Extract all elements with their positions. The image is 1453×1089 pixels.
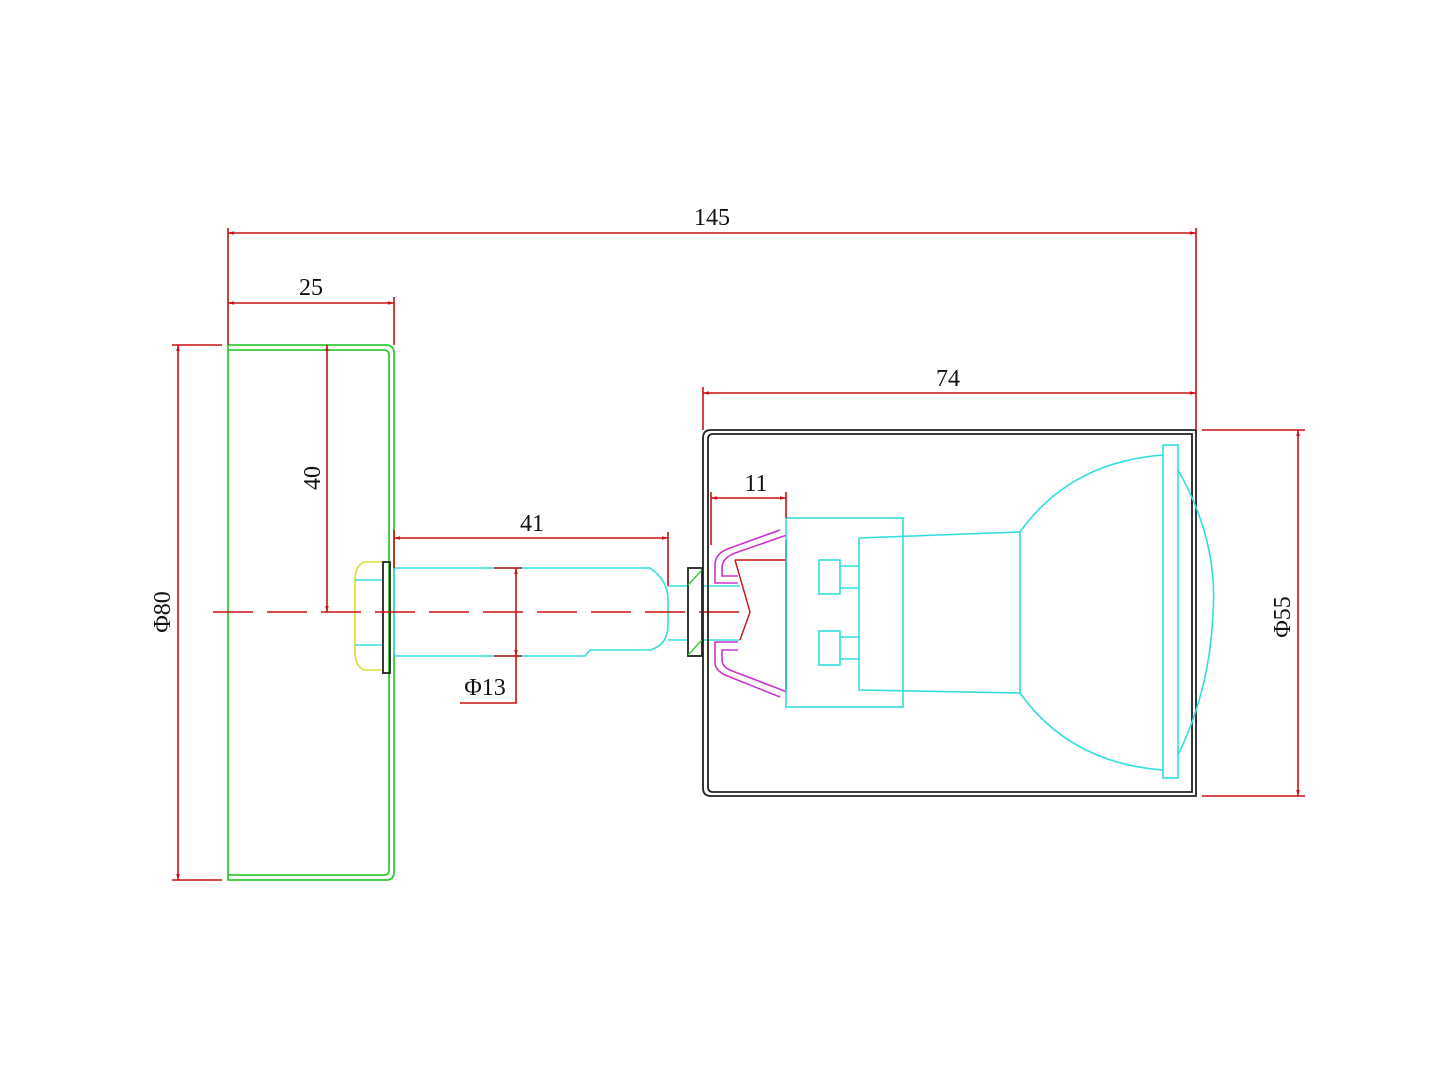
dim-label-11: 11 [744,471,767,497]
dimension-head-diameter: Φ55 [1202,429,1305,797]
base-nut [354,561,391,674]
stem-bolt [393,567,740,657]
dimension-overall-length: 145 [227,205,1197,430]
dimension-base-depth: 25 [228,275,395,345]
dimension-head-length: 74 [702,366,1196,430]
dim-label-phi13: Φ13 [464,675,506,701]
dimension-stem-diameter: Φ13 [460,567,522,704]
dimension-base-half-height: 40 [300,345,329,612]
spring-clip [714,529,788,698]
dim-label-41: 41 [520,511,544,537]
lamp-bulb [785,444,1215,779]
dim-label-145: 145 [694,205,730,231]
dim-label-phi55: Φ55 [1270,596,1296,638]
dim-label-74: 74 [936,366,960,392]
dim-label-phi80: Φ80 [150,591,176,633]
dimension-clip-width: 11 [710,471,787,545]
dim-label-25: 25 [299,275,323,301]
dimension-stem-length: 41 [393,511,669,586]
dimension-base-diameter: Φ80 [150,344,222,881]
dim-label-40: 40 [300,466,326,490]
lamp-housing [702,429,1197,797]
